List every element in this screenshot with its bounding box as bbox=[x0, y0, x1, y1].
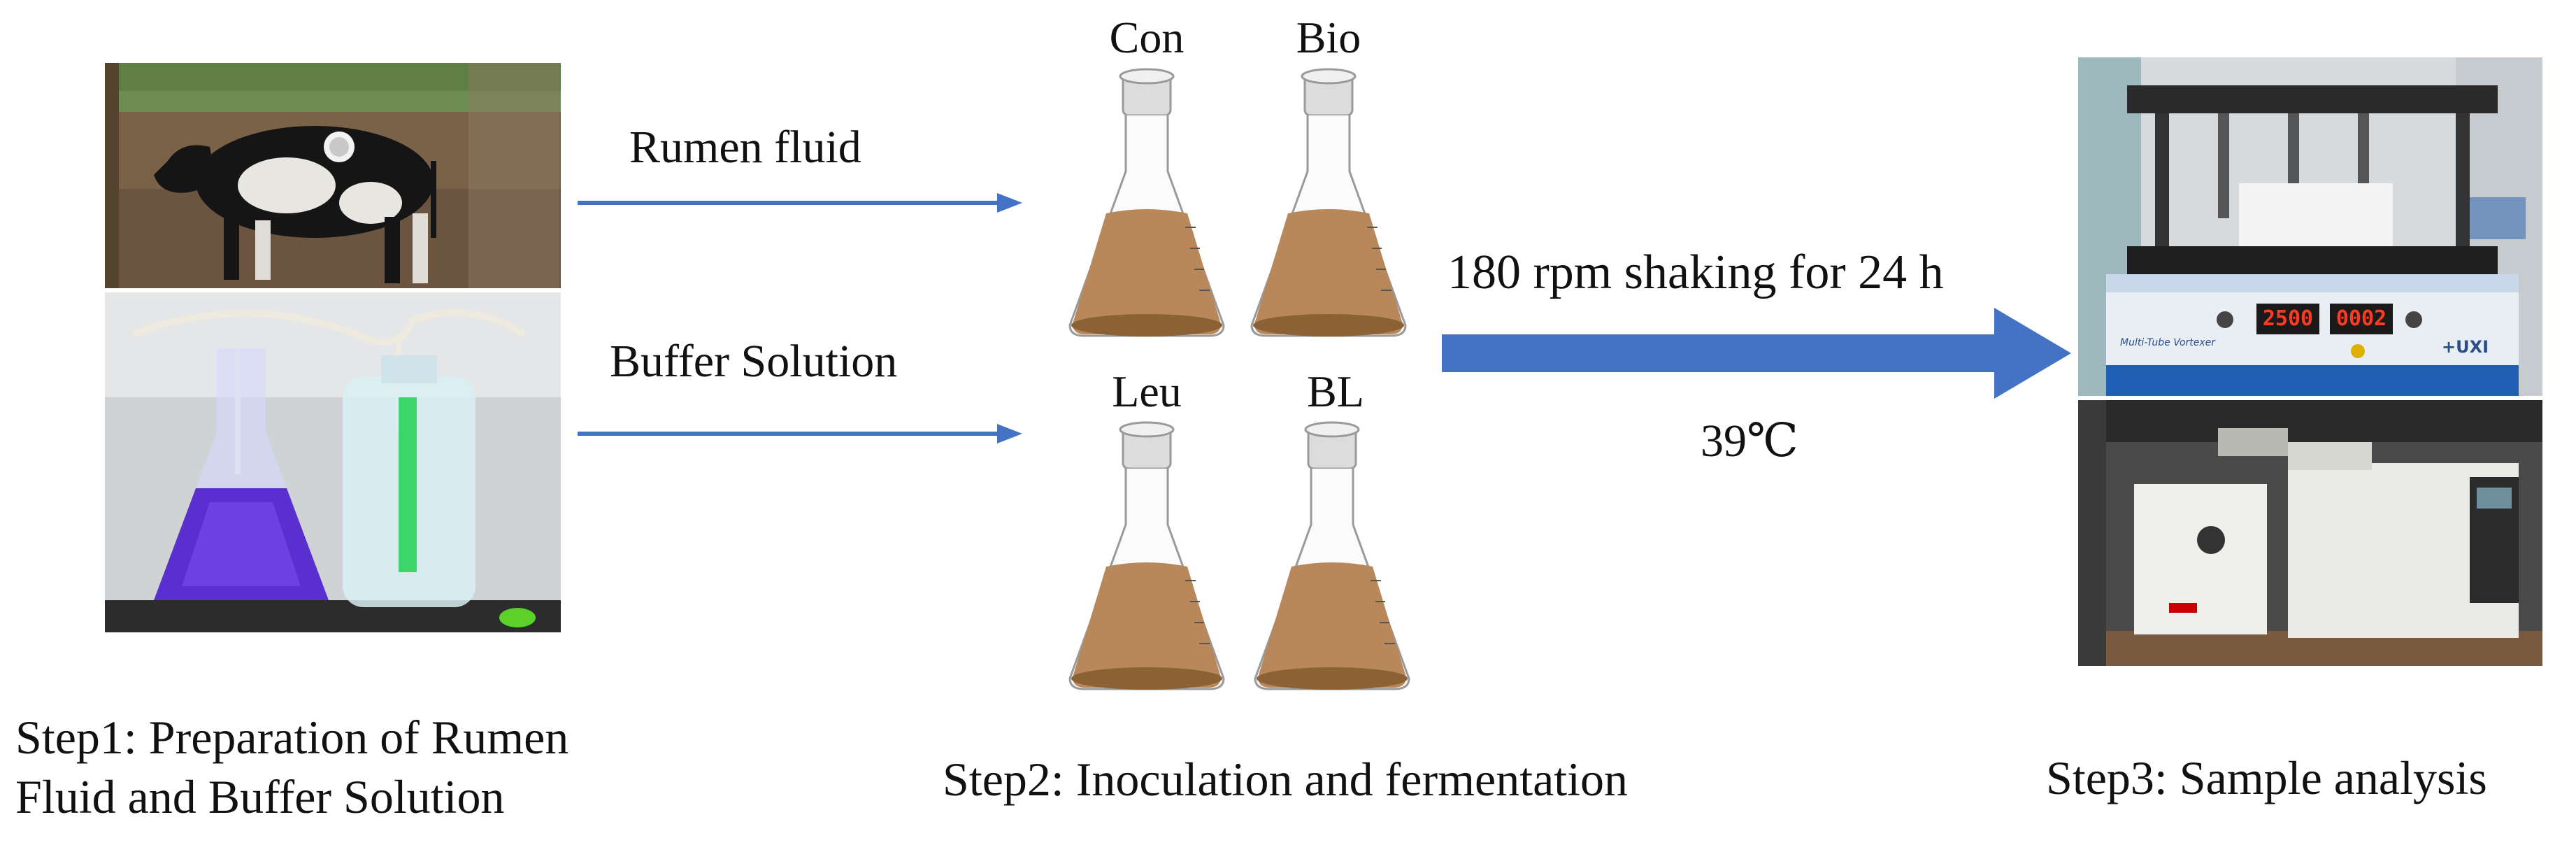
rumen-fluid-label: Rumen fluid bbox=[629, 122, 861, 173]
vortexer-display-left: 2500 bbox=[2262, 306, 2314, 331]
buffer-solution-label: Buffer Solution bbox=[610, 336, 898, 387]
vortexer-model: Multi-Tube Vortexer bbox=[2120, 337, 2216, 348]
step1-caption: Step1: Preparation of Rumen Fluid and Bu… bbox=[15, 708, 568, 827]
buffer-solution-arrow bbox=[578, 420, 1025, 448]
buffer-photo bbox=[105, 292, 561, 632]
cow-photo bbox=[105, 63, 561, 288]
flask-bl bbox=[1254, 421, 1410, 690]
flask-bio bbox=[1250, 68, 1407, 337]
step2-caption: Step2: Inoculation and fermentation bbox=[943, 753, 1629, 806]
temperature-label: 39℃ bbox=[1701, 416, 1798, 467]
flask-label-con: Con bbox=[1109, 13, 1185, 62]
flask-label-leu: Leu bbox=[1112, 367, 1182, 416]
gas-chromatograph-photo bbox=[2078, 400, 2542, 666]
vortexer-photo: 2500 0002 Multi-Tube Vortexer +UXI bbox=[2078, 57, 2542, 396]
step3-caption: Step3: Sample analysis bbox=[2046, 751, 2487, 804]
step1-caption-line1: Step1: Preparation of Rumen bbox=[15, 711, 569, 764]
vortexer-brand: +UXI bbox=[2442, 337, 2489, 357]
flask-leu bbox=[1068, 421, 1225, 690]
fermentation-arrow bbox=[1442, 308, 2071, 399]
step1-caption-line2: Fluid and Buffer Solution bbox=[15, 770, 505, 823]
rumen-fluid-arrow bbox=[578, 189, 1025, 217]
shaking-label: 180 rpm shaking for 24 h bbox=[1447, 246, 1944, 299]
vortexer-display-right: 0002 bbox=[2335, 306, 2387, 331]
flask-label-bl: BL bbox=[1307, 367, 1364, 416]
flask-label-bio: Bio bbox=[1296, 13, 1361, 62]
flask-con bbox=[1068, 68, 1225, 337]
